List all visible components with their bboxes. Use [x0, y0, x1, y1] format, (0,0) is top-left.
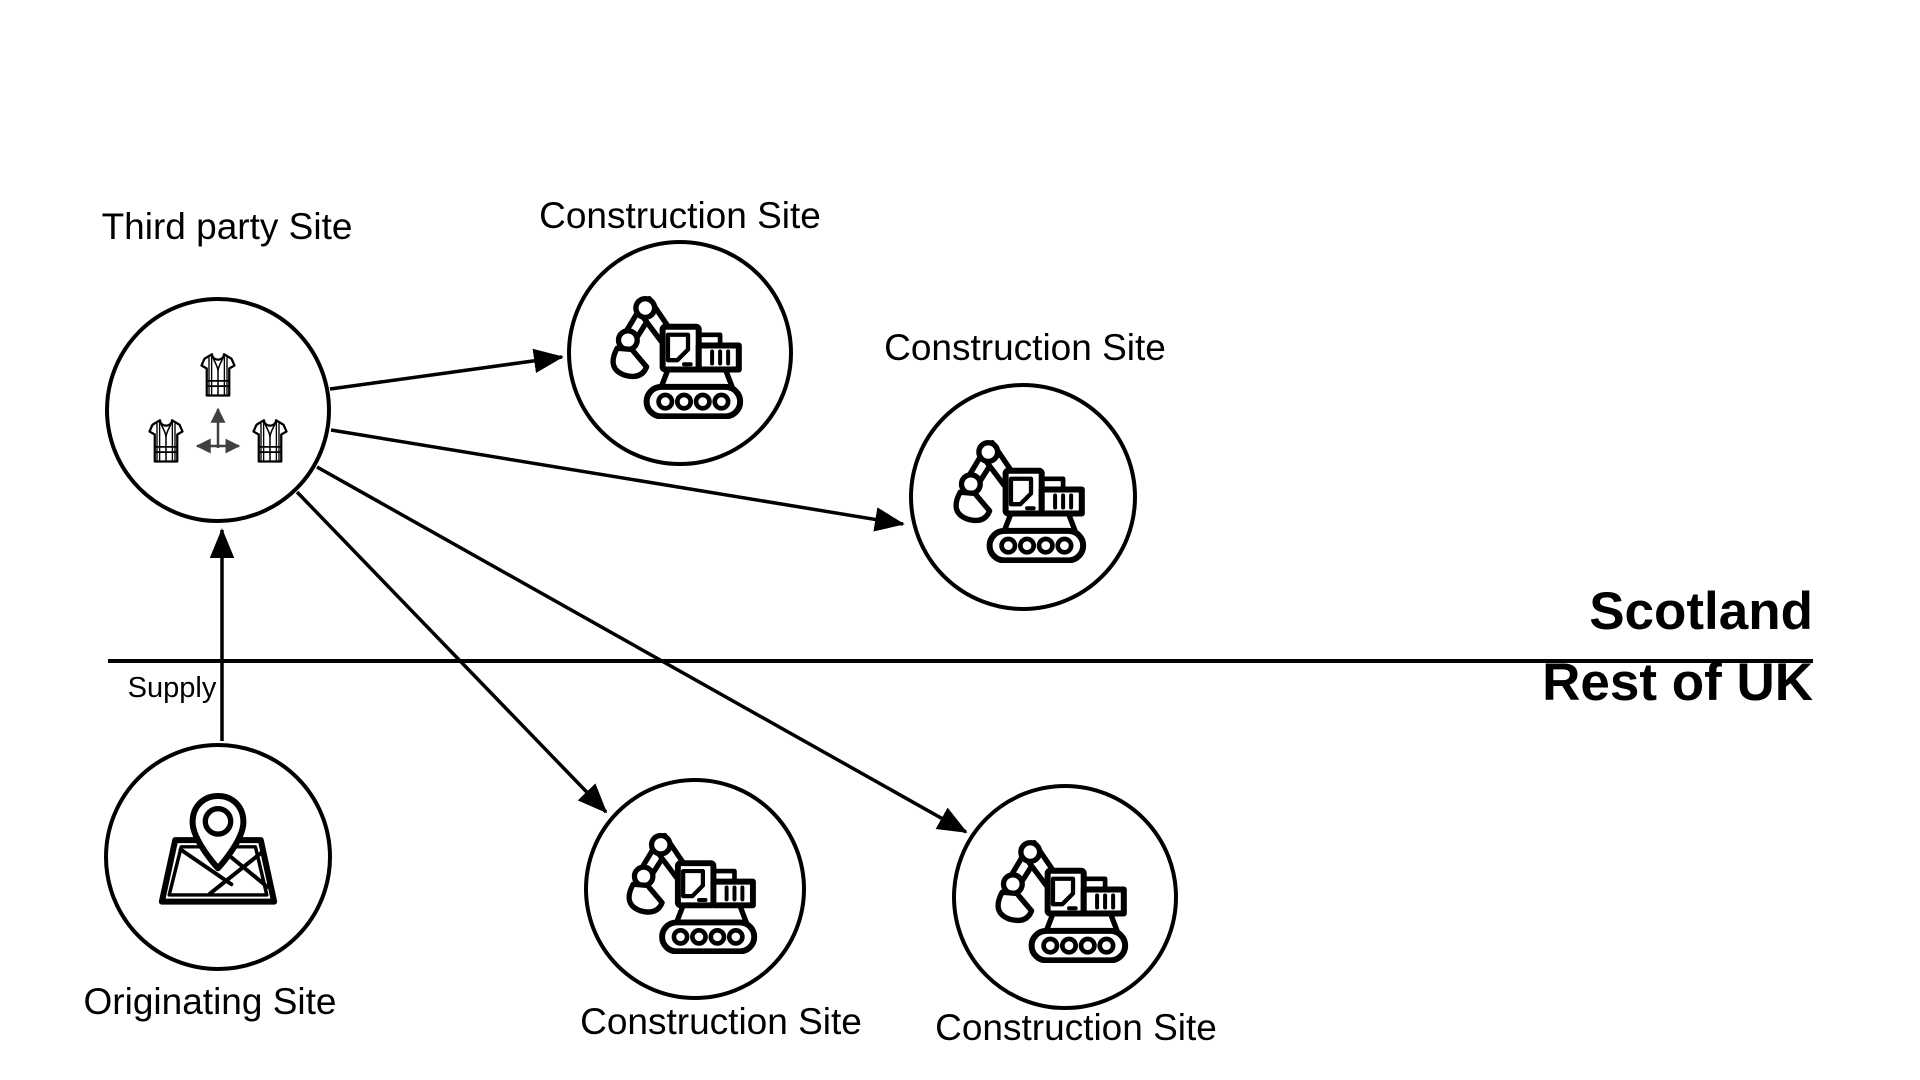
arrow-third-party-to-construction-bottom-left [295, 490, 608, 814]
third-party-site-label: Third party Site [101, 206, 353, 247]
excavator-icon [990, 832, 1140, 963]
originating-site-label: Originating Site [83, 981, 337, 1022]
construction-site-bottom-left-node [584, 778, 806, 1000]
region-label-rest-of-uk: Rest of UK [1542, 653, 1813, 712]
arrow-third-party-to-construction-bottom-right [316, 465, 968, 834]
safety-vest-trio-icon [148, 353, 288, 463]
construction-site-top-mid-label: Construction Site [539, 195, 821, 236]
construction-site-top-mid-node [567, 240, 793, 466]
map-location-icon [143, 792, 293, 923]
transfer-arrows-icon [195, 407, 241, 454]
construction-site-bottom-left-label: Construction Site [580, 1001, 862, 1042]
construction-site-bottom-right-node [952, 784, 1178, 1010]
arrow-third-party-to-construction-top-mid [329, 348, 564, 391]
originating-site-node [104, 743, 332, 971]
region-label-scotland: Scotland [1589, 582, 1813, 641]
excavator-icon [948, 432, 1098, 563]
third-party-site-node [105, 297, 331, 523]
construction-site-bottom-right-label: Construction Site [935, 1007, 1217, 1048]
supply-edge-label: Supply [127, 672, 217, 704]
excavator-icon [605, 288, 755, 419]
construction-site-top-right-node [909, 383, 1137, 611]
construction-site-top-right-label: Construction Site [884, 327, 1166, 368]
excavator-icon [621, 825, 769, 954]
